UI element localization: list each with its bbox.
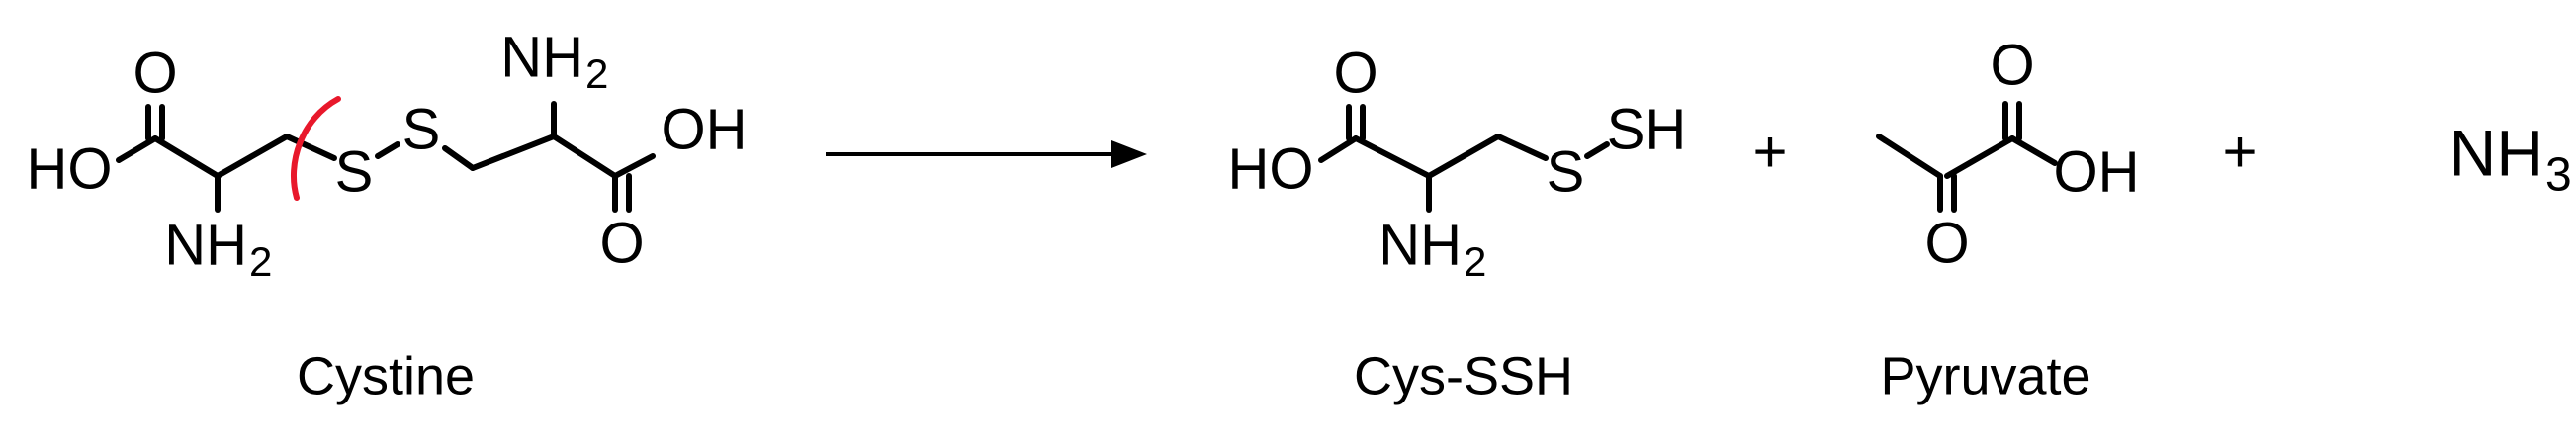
cystine-left-hydroxyl: HO [27,136,113,201]
cys-ssh-amine: NH 2 [1378,213,1486,285]
pyruvate-carboxyl-o: O [1990,33,2034,97]
cys-ssh-amine-nh: NH [1378,213,1462,277]
ammonia-nh: NH [2449,116,2543,189]
cystine-right-amine-subscript: 2 [585,50,608,97]
cystine-right-amine-nh: NH [500,25,583,89]
pyruvate-caption: Pyruvate [1880,346,2090,405]
cys-ssh-amine-subscript: 2 [1464,238,1486,285]
cystine-bonds [116,101,656,213]
cystine-sulfur-2: S [402,97,441,161]
arrow-right-icon [826,140,1147,168]
pyruvate-bonds [1876,101,2058,213]
cys-ssh-bonds [1318,104,1610,213]
cleavage-mark-icon [291,96,341,201]
cystine-caption: Cystine [297,346,475,405]
cystine-sulfur-1: S [335,139,374,204]
cystine-right-carbonyl-o: O [599,211,644,275]
cystine-left-amine-subscript: 2 [249,238,272,285]
cystine-left-carbonyl-o: O [133,41,177,105]
pyruvate-hydroxyl: OH [2054,139,2140,204]
cys-ssh-caption: Cys-SSH [1354,346,1573,405]
cystine-left-amine-nh: NH [164,213,247,277]
cystine-right-hydroxyl: OH [662,97,748,161]
cystine-left-amine: NH 2 [164,213,272,285]
cystine-structure: O HO NH 2 S S NH 2 OH O Cystine [27,25,748,405]
ammonia-subscript: 3 [2545,149,2572,202]
pyruvate-structure: O OH O Pyruvate [1876,33,2140,405]
ammonia-formula: NH 3 [2449,116,2572,201]
cys-ssh-carbonyl-o: O [1333,41,1377,105]
cystine-right-amine: NH 2 [500,25,608,97]
cys-ssh-structure: O HO NH 2 S SH Cys-SSH [1228,41,1687,405]
plus-sign-1: + [1752,119,1787,185]
plus-sign-2: + [2222,119,2257,185]
cys-ssh-sulfur: S [1547,139,1585,204]
cys-ssh-hydroxyl: HO [1228,136,1314,201]
cys-ssh-sulfhydryl: SH [1607,97,1687,161]
pyruvate-keto-o: O [1924,211,1969,275]
